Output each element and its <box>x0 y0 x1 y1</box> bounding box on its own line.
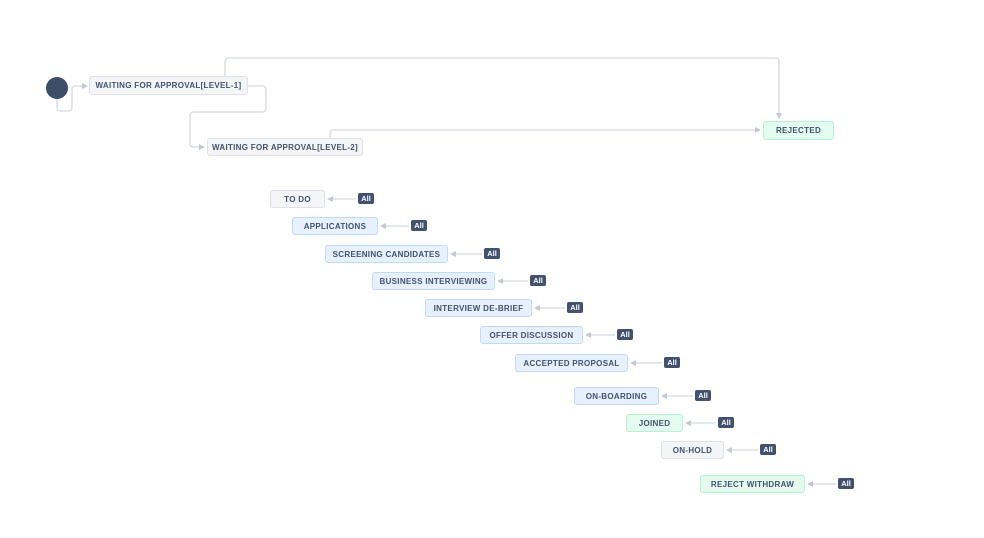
transition-all-to-business-interviewing <box>497 278 528 284</box>
transition-level1-to-rejected <box>224 57 782 119</box>
transition-all-to-screening-candidates <box>450 251 482 257</box>
state-waiting-approval-level-2[interactable]: WAITING FOR APPROVAL[LEVEL-2] <box>207 138 363 156</box>
state-reject-withdraw[interactable]: REJECT WITHDRAW <box>700 475 805 493</box>
transition-all-to-todo <box>327 196 356 202</box>
state-applications[interactable]: APPLICATIONS <box>292 217 378 235</box>
all-badge-business-interviewing[interactable]: All <box>530 275 546 286</box>
all-badge-interview-de-brief[interactable]: All <box>567 302 583 313</box>
state-waiting-approval-level-1[interactable]: WAITING FOR APPROVAL[LEVEL-1] <box>89 76 248 95</box>
all-badge-offer-discussion[interactable]: All <box>617 329 633 340</box>
transition-all-to-applications <box>380 223 409 229</box>
state-accepted-proposal[interactable]: ACCEPTED PROPOSAL <box>515 354 628 372</box>
all-badge-accepted-proposal[interactable]: All <box>664 357 680 368</box>
all-badge-applications[interactable]: All <box>411 220 427 231</box>
state-on-hold[interactable]: ON-HOLD <box>661 441 724 459</box>
start-node[interactable] <box>46 77 68 99</box>
transition-all-to-accepted-proposal <box>630 360 662 366</box>
all-badge-screening-candidates[interactable]: All <box>484 248 500 259</box>
state-to-do[interactable]: TO DO <box>270 190 325 208</box>
transition-all-to-joined <box>685 420 716 426</box>
all-badge-reject-withdraw[interactable]: All <box>838 478 854 489</box>
state-business-interviewing[interactable]: BUSINESS INTERVIEWING <box>372 272 495 290</box>
transition-all-to-on-hold <box>726 447 758 453</box>
all-badge-on-hold[interactable]: All <box>760 444 776 455</box>
transition-all-to-offer-discussion <box>585 332 615 338</box>
transition-all-to-on-boarding <box>661 393 693 399</box>
all-badge-to-do[interactable]: All <box>358 193 374 204</box>
all-badge-joined[interactable]: All <box>718 417 734 428</box>
transition-level2-to-rejected <box>329 127 761 138</box>
state-offer-discussion[interactable]: OFFER DISCUSSION <box>480 326 583 344</box>
state-rejected[interactable]: REJECTED <box>763 121 834 140</box>
transition-all-to-reject-withdraw <box>807 481 836 487</box>
all-badge-on-boarding[interactable]: All <box>695 390 711 401</box>
state-on-boarding[interactable]: ON-BOARDING <box>574 387 659 405</box>
state-interview-de-brief[interactable]: INTERVIEW DE-BRIEF <box>425 299 532 317</box>
state-screening-candidates[interactable]: SCREENING CANDIDATES <box>325 245 448 263</box>
state-joined[interactable]: JOINED <box>626 414 683 432</box>
transition-all-to-interview-de-brief <box>534 305 565 311</box>
